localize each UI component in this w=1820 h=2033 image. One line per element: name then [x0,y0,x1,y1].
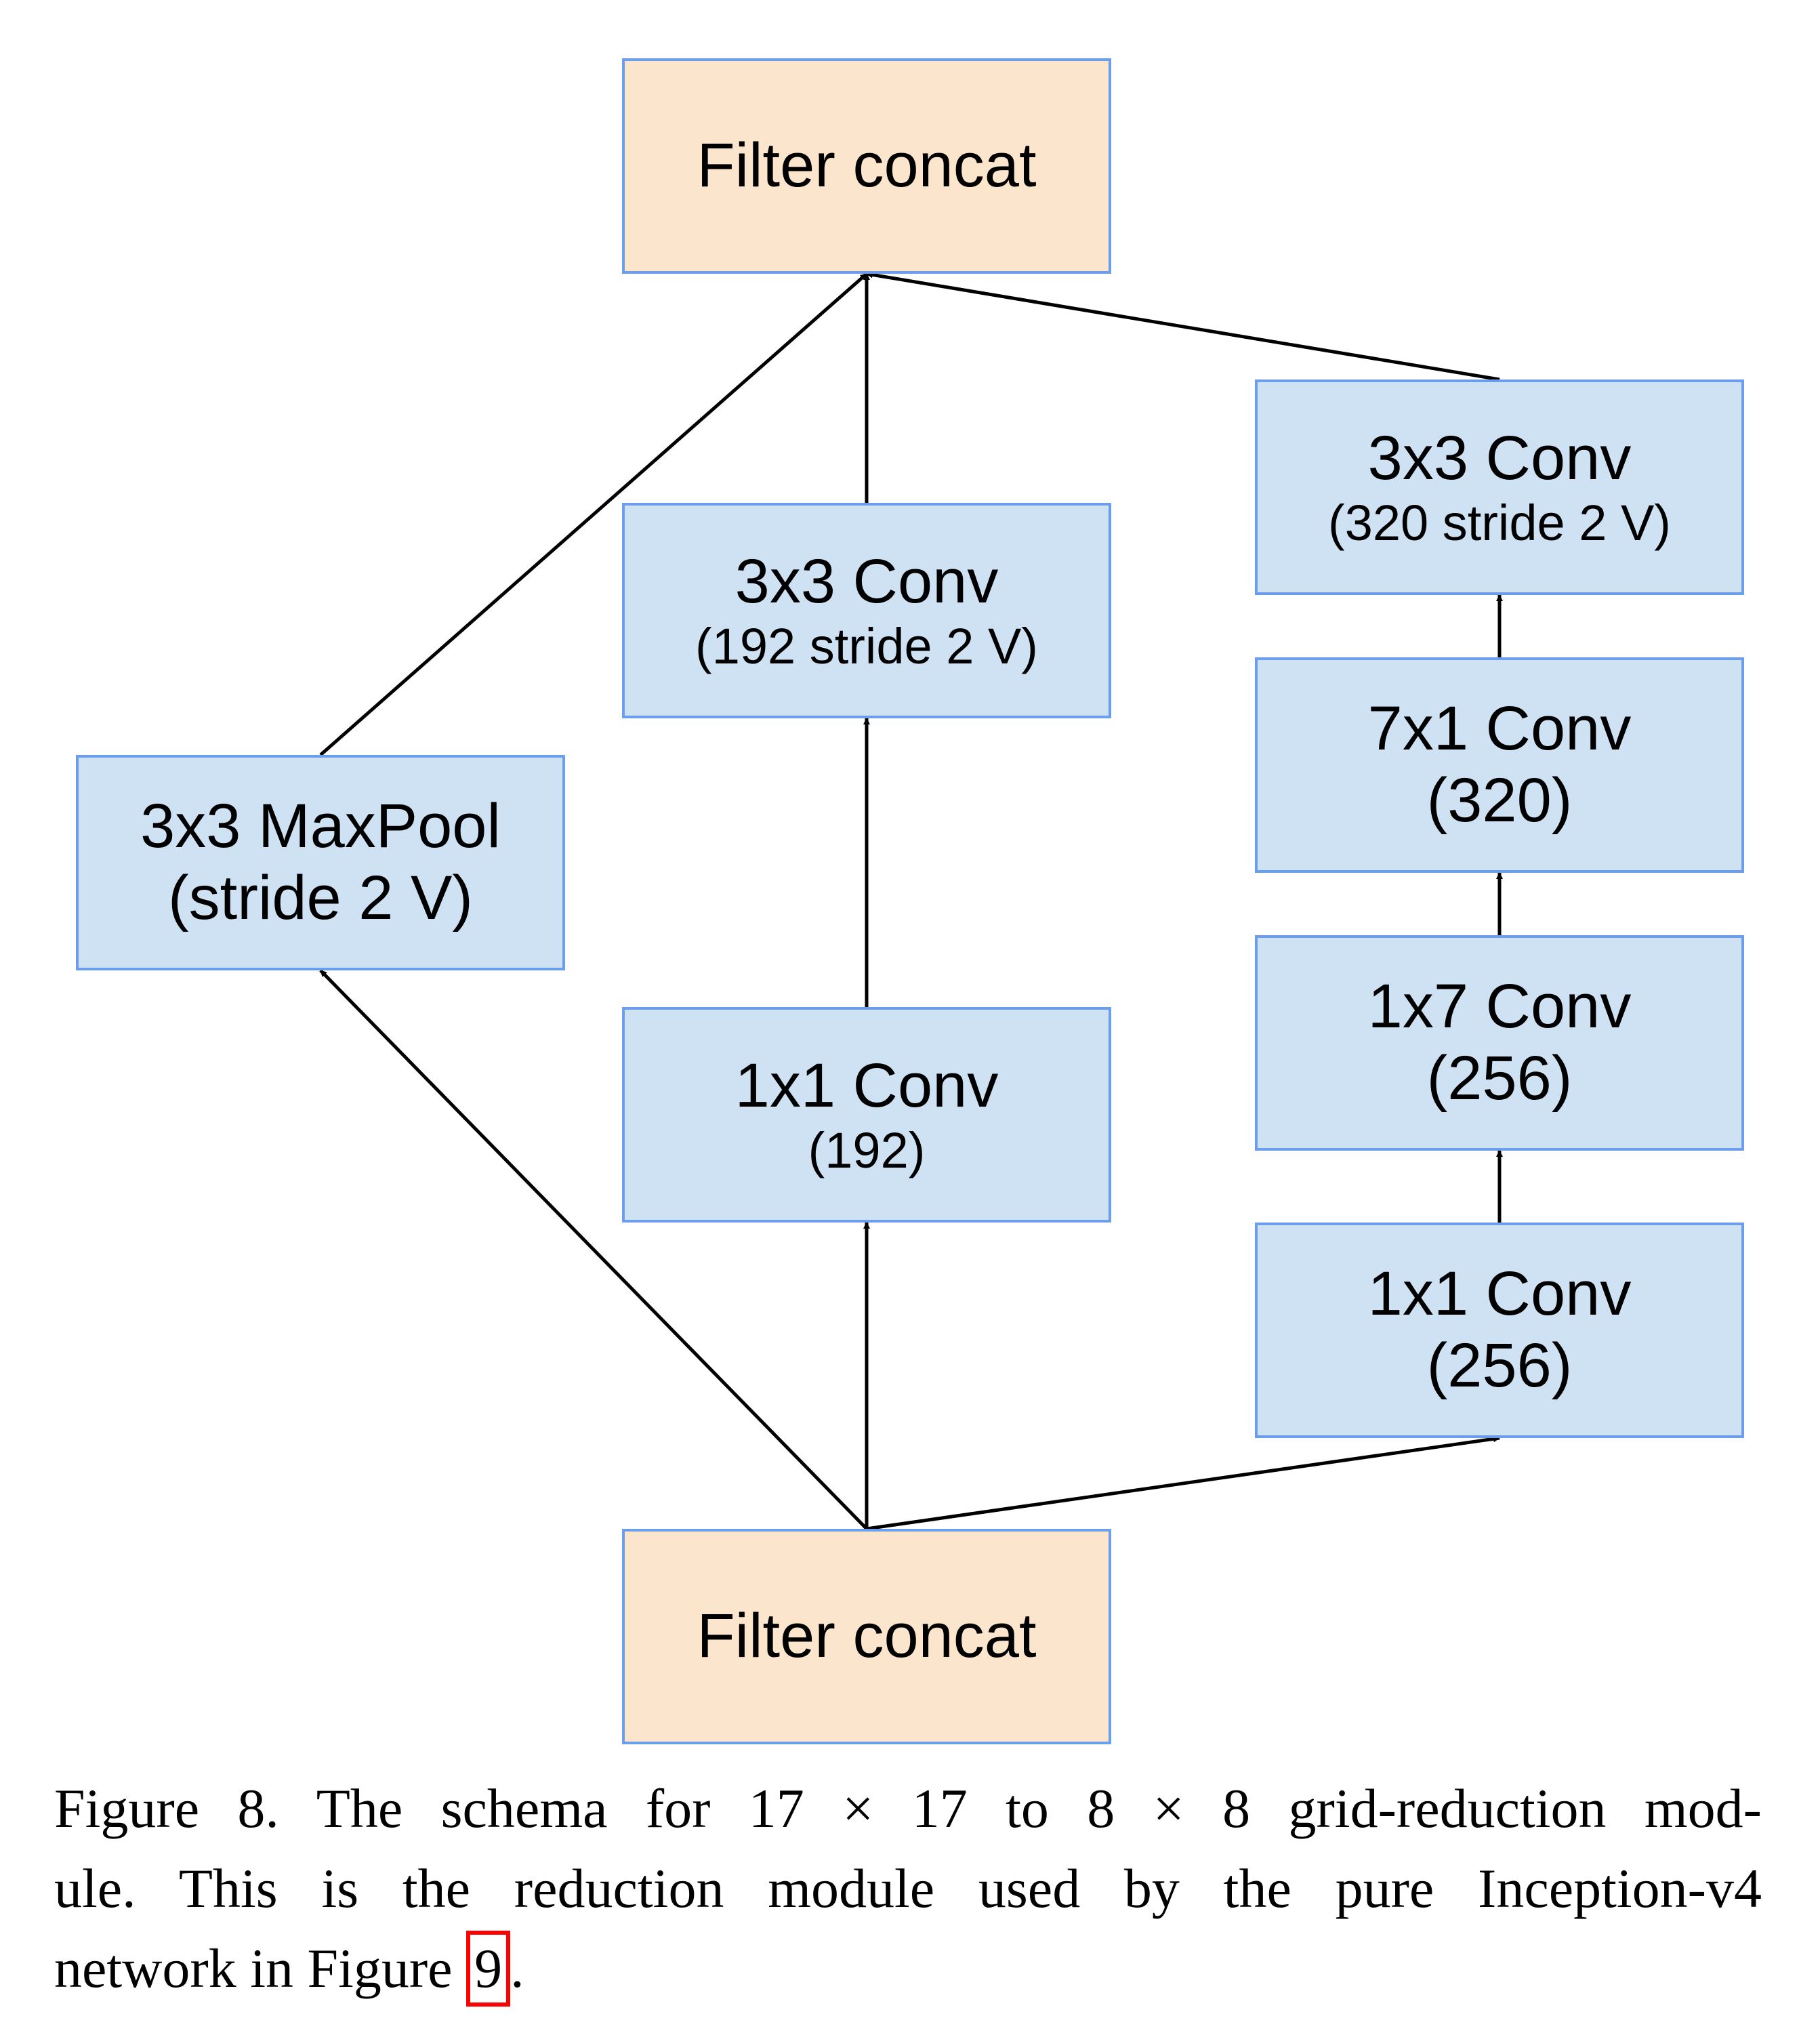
edge-maxpool-to-top_concat [319,272,868,756]
node-label: 1x1 Conv [1367,1259,1632,1329]
node-label: 3x3 Conv [1367,423,1632,493]
node-conv3x3-320: 3x3 Conv (320 stride 2 V) [1255,379,1744,595]
caption-line-3: network in Figure 9. [54,1929,1762,2009]
node-sublabel: (320) [1426,766,1573,835]
node-maxpool: 3x3 MaxPool (stride 2 V) [76,755,565,970]
caption-line-3-text: network in Figure [54,1937,467,1999]
node-label: 3x3 Conv [735,546,999,616]
node-conv1x1-192: 1x1 Conv (192) [622,1007,1111,1223]
node-label: 1x7 Conv [1367,972,1632,1042]
caption-line-1: Figure 8. The schema for 17 × 17 to 8 × … [54,1778,1762,1839]
node-conv3x3-192: 3x3 Conv (192 stride 2 V) [622,503,1111,718]
figure-reference-link[interactable]: 9 [466,1931,511,2007]
node-sublabel: (192) [808,1122,926,1179]
node-label: Filter concat [697,1601,1037,1671]
caption-line-2: ule. This is the reduction module used b… [54,1857,1762,1919]
edge-bottom_concat-to-conv1x1_256 [866,1435,1500,1531]
node-sublabel: (256) [1426,1331,1573,1400]
node-bottom-filter-concat: Filter concat [622,1529,1111,1744]
edge-bottom_concat-to-maxpool [319,969,868,1530]
node-conv7x1-320: 7x1 Conv (320) [1255,657,1744,873]
node-label: 7x1 Conv [1367,694,1632,764]
figure-caption: Figure 8. The schema for 17 × 17 to 8 × … [54,1769,1762,2009]
edge-conv3x3_320-to-top_concat [866,271,1500,382]
node-label: Filter concat [697,131,1037,201]
node-conv1x1-256: 1x1 Conv (256) [1255,1223,1744,1438]
node-label: 3x3 MaxPool [140,792,501,861]
caption-line-3-end: . [510,1937,524,1999]
node-sublabel: (320 stride 2 V) [1328,495,1671,552]
node-sublabel: (192 stride 2 V) [695,618,1038,675]
node-conv1x7-256: 1x7 Conv (256) [1255,935,1744,1151]
node-label: 1x1 Conv [735,1050,999,1120]
node-top-filter-concat: Filter concat [622,58,1111,274]
node-sublabel: (stride 2 V) [168,863,473,932]
node-sublabel: (256) [1426,1044,1573,1113]
